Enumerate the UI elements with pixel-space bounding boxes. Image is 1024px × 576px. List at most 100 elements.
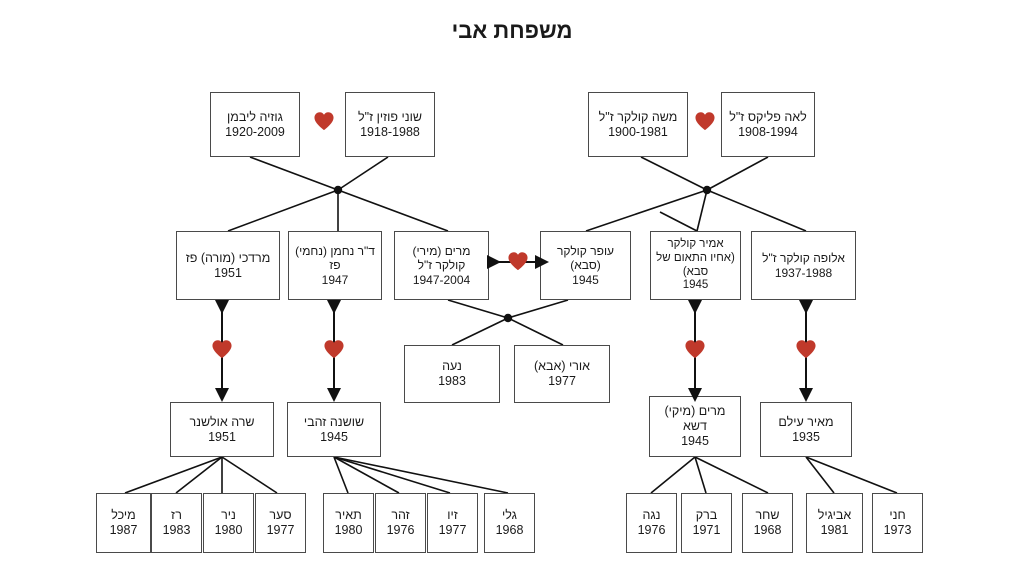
person-years: 1981 [820, 523, 849, 537]
person-name: גלי [502, 508, 517, 523]
person-name: לאה פליקס ז"ל [729, 109, 807, 124]
junction-right-top [585, 156, 807, 232]
person-name: סער [269, 508, 292, 523]
person-box-zohar[interactable]: זהר 1976 [375, 493, 426, 553]
person-years: 1971 [692, 523, 721, 537]
person-name: שוני פוזין ז"ל [358, 109, 422, 124]
heart-icon-nachman-shoshana [323, 339, 345, 359]
person-box-amir-kolker[interactable]: אמיר קולקר (אחיו התאום של סבא) 1945 [650, 231, 741, 300]
person-box-moshe-kolker[interactable]: משה קולקר ז"ל 1900-1981 [588, 92, 688, 157]
person-years: 1987 [109, 523, 138, 537]
person-box-avigail[interactable]: אביגיל 1981 [806, 493, 863, 553]
person-box-gali[interactable]: גלי 1968 [484, 493, 535, 553]
person-years: 1976 [386, 523, 415, 537]
person-name: מאיר עילם [778, 414, 834, 429]
person-box-miriam-deshe[interactable]: מרים (מיקי) דשא 1945 [649, 396, 741, 457]
person-years: 1983 [438, 374, 466, 388]
person-years: 1968 [753, 523, 782, 537]
person-box-shoshana-zahavi[interactable]: שושנה זהבי 1945 [287, 402, 381, 457]
person-box-barak[interactable]: ברק 1971 [681, 493, 732, 553]
person-name: נגה [642, 508, 661, 523]
person-years: 1945 [681, 433, 709, 448]
person-years: 1947-2004 [412, 272, 471, 287]
person-years: 1973 [883, 523, 912, 537]
person-name: מרים (מיקי) דשא [664, 404, 726, 434]
person-years: 1980 [334, 523, 363, 537]
person-box-meir-eilam[interactable]: מאיר עילם 1935 [760, 402, 852, 457]
person-name: נעה [442, 359, 462, 374]
person-name: רז [171, 508, 182, 523]
person-name: ניר [221, 508, 236, 523]
person-name: תאיר [335, 508, 362, 523]
person-name: אביגיל [817, 508, 852, 523]
person-box-saar[interactable]: סער 1977 [255, 493, 306, 553]
person-name: אמיר קולקר (אחיו התאום של סבא) [656, 238, 735, 278]
person-name: זהר [391, 508, 410, 523]
person-name: מרדכי (מורה) פז [185, 250, 271, 265]
heart-icon-moshe-lea [694, 111, 716, 131]
fan-sara-children [124, 456, 278, 494]
person-name: ברק [695, 508, 718, 523]
person-years: 1937-1988 [774, 265, 833, 280]
person-box-miriam-kolker[interactable]: מרים (מירי) קולקר ז"ל 1947-2004 [394, 231, 489, 300]
person-name: אלופה קולקר ז"ל [762, 251, 845, 266]
junction-left-top [227, 156, 449, 232]
person-box-chani[interactable]: חני 1973 [872, 493, 923, 553]
page-title: משפחת אבי [451, 18, 573, 43]
person-years: 1968 [495, 523, 524, 537]
person-name: עופר קולקר (סבא) [556, 244, 615, 273]
heart-icon-alufa-meir [795, 339, 817, 359]
person-years: 1945 [572, 272, 599, 287]
fan-meir-children [805, 456, 898, 494]
person-box-lea-felix[interactable]: לאה פליקס ז"ל 1908-1994 [721, 92, 815, 157]
person-box-raz[interactable]: רז 1983 [151, 493, 202, 553]
person-box-nir[interactable]: ניר 1980 [203, 493, 254, 553]
person-name: משה קולקר ז"ל [598, 109, 678, 124]
person-name: גוזיה ליבמן [227, 109, 283, 124]
person-box-alufa-kolker[interactable]: אלופה קולקר ז"ל 1937-1988 [751, 231, 856, 300]
person-box-mordechai-paz[interactable]: מרדכי (מורה) פז 1951 [176, 231, 280, 300]
person-box-nachman-paz[interactable]: ד"ר נחמן (נחמי) פז 1947 [288, 231, 382, 300]
person-box-gozia-libman[interactable]: גוזיה ליבמן 1920-2009 [210, 92, 300, 157]
person-years: 1920-2009 [225, 124, 285, 139]
person-box-michal[interactable]: מיכל 1987 [96, 493, 151, 553]
person-years: 1976 [637, 523, 666, 537]
person-name: שושנה זהבי [303, 414, 365, 429]
fan-shoshana-children [333, 456, 509, 494]
person-box-tair[interactable]: תאיר 1980 [323, 493, 374, 553]
heart-icon-mordechai-sara [211, 339, 233, 359]
person-box-noga[interactable]: נגה 1976 [626, 493, 677, 553]
person-box-uri[interactable]: אורי (אבא) 1977 [514, 345, 610, 403]
person-name: אורי (אבא) [534, 359, 590, 374]
heart-icon-amir-miriam [684, 339, 706, 359]
person-years: 1977 [266, 523, 295, 537]
person-years: 1983 [162, 523, 191, 537]
person-years: 1918-1988 [360, 124, 420, 139]
person-box-ofer-kolker[interactable]: עופר קולקר (סבא) 1945 [540, 231, 631, 300]
person-years: 1908-1994 [738, 124, 798, 139]
person-box-shachar[interactable]: שחר 1968 [742, 493, 793, 553]
heart-icon-miri-ofer [507, 251, 529, 271]
person-years: 1945 [320, 429, 348, 444]
person-name: ד"ר נחמן (נחמי) פז [295, 244, 375, 273]
person-name: חני [889, 508, 906, 523]
person-box-ziv[interactable]: זיו 1977 [427, 493, 478, 553]
person-years: 1951 [208, 429, 236, 444]
person-years: 1977 [548, 374, 576, 388]
junction-middle [447, 299, 569, 346]
person-box-sara-olshner[interactable]: שרה אולשנר 1951 [170, 402, 274, 457]
person-name: מרים (מירי) קולקר ז"ל [412, 244, 471, 273]
person-name: מיכל [111, 508, 136, 523]
person-years: 1947 [321, 272, 349, 287]
person-name: שחר [755, 508, 780, 523]
person-years: 1945 [682, 279, 709, 292]
person-years: 1900-1981 [608, 124, 668, 139]
person-years: 1935 [792, 429, 820, 444]
person-years: 1977 [438, 523, 467, 537]
person-box-shoni-pozin[interactable]: שוני פוזין ז"ל 1918-1988 [345, 92, 435, 157]
heart-icon-gozia-shoni [313, 111, 335, 131]
person-years: 1951 [214, 265, 242, 280]
person-box-noa[interactable]: נעה 1983 [404, 345, 500, 403]
person-years: 1980 [214, 523, 243, 537]
